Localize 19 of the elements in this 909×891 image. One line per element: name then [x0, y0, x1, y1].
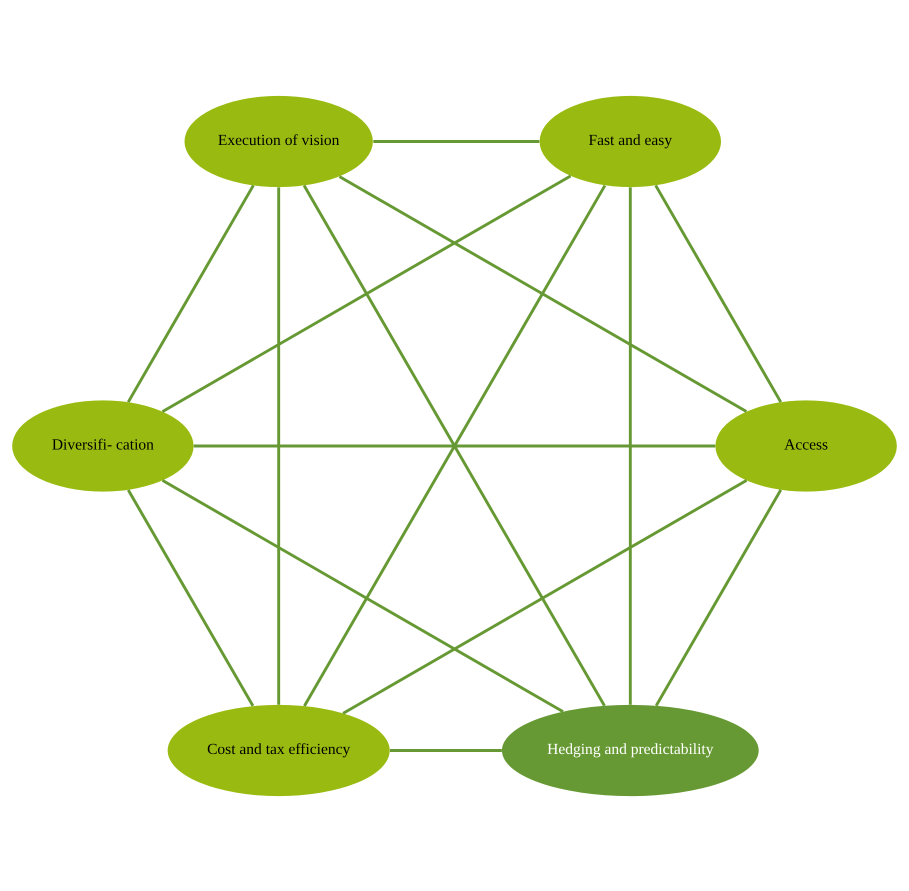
- connector: [338, 174, 748, 412]
- connector: [194, 444, 716, 447]
- connector: [373, 140, 540, 142]
- node-ellipse: Cost and tax efficiency: [168, 704, 390, 796]
- connector: [127, 488, 254, 706]
- node-ellipse: Execution of vision: [184, 95, 373, 187]
- connector: [655, 488, 782, 706]
- connector: [390, 748, 502, 752]
- connector: [162, 478, 564, 712]
- connector: [277, 186, 280, 704]
- connector: [162, 174, 572, 412]
- node-ellipse: Fast and easy: [540, 95, 722, 187]
- node-ellipse: Access: [715, 400, 897, 492]
- connector: [628, 186, 632, 704]
- node-ellipse: Hedging and predictability: [502, 704, 759, 796]
- connector: [654, 184, 782, 402]
- node-ellipse: Diversifi- cation: [12, 400, 194, 492]
- connector: [342, 478, 748, 714]
- connector: [127, 184, 255, 402]
